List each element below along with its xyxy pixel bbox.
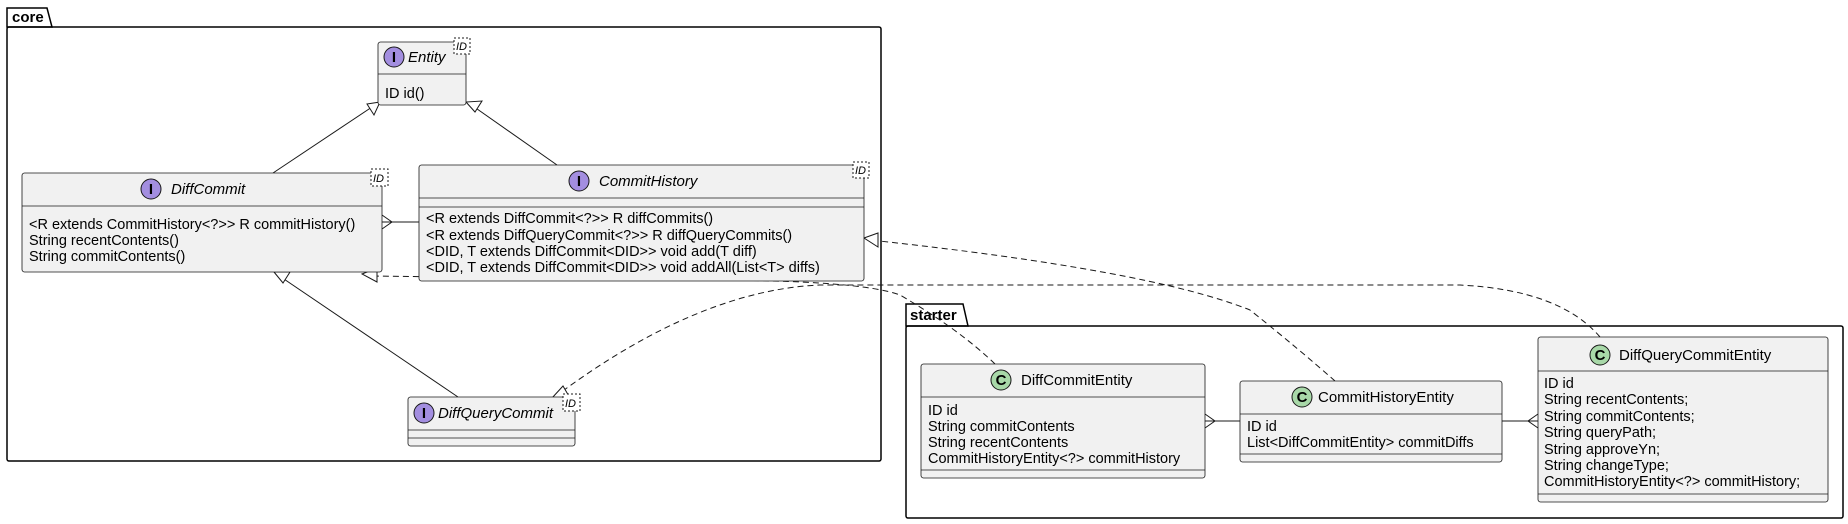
generic-param-box bbox=[852, 161, 870, 179]
class-name: CommitHistory bbox=[599, 173, 699, 190]
class-diffquerycommitentity[interactable]: C DiffQueryCommitEntity ID id String rec… bbox=[1537, 336, 1829, 503]
edge-diffcommitentity-implements-diffcommit bbox=[369, 275, 996, 365]
class-commithistory[interactable]: I CommitHistory ID <R extends DiffCommit… bbox=[418, 161, 870, 282]
member-0: <R extends DiffCommit<?>> R diffCommits(… bbox=[426, 211, 713, 227]
member-6: CommitHistoryEntity<?> commitHistory; bbox=[1544, 474, 1800, 490]
package-starter: starter bbox=[905, 303, 1844, 519]
member-1: <R extends DiffQueryCommit<?>> R diffQue… bbox=[426, 228, 792, 244]
edge-commithistory-extends-entity bbox=[469, 103, 558, 166]
member-3: <DID, T extends DiffCommit<DID>> void ad… bbox=[426, 260, 820, 276]
edge-commithistoryentity-implements-commithistory bbox=[869, 239, 1336, 382]
crowfoot-diffcommitentity bbox=[1204, 413, 1216, 429]
generic-param: ID bbox=[373, 173, 384, 185]
class-name: DiffCommit bbox=[171, 181, 246, 198]
member-0: ID id() bbox=[385, 86, 424, 102]
crowfoot-diffcommit bbox=[381, 214, 393, 230]
badge-letter: C bbox=[1595, 347, 1606, 364]
class-name: Entity bbox=[408, 49, 447, 66]
edge-diffquerycommit-extends-diffcommit bbox=[277, 274, 459, 398]
crowfoot-diffquerycommitentity bbox=[1527, 413, 1539, 429]
package-core-frame bbox=[6, 26, 882, 462]
member-0: ID id bbox=[928, 403, 958, 419]
badge-letter: C bbox=[996, 372, 1007, 389]
badge-letter: I bbox=[422, 405, 426, 422]
class-entity[interactable]: I Entity ID ID id() bbox=[377, 37, 471, 106]
member-0: <R extends CommitHistory<?>> R commitHis… bbox=[29, 217, 355, 233]
package-core: core bbox=[6, 7, 882, 462]
edge-diffcommit-extends-entity bbox=[272, 102, 379, 174]
interface-badge-icon bbox=[383, 46, 405, 68]
generic-param: ID bbox=[565, 398, 576, 410]
arrowhead-commithistoryentity-commithistory bbox=[862, 232, 879, 248]
class-commithistoryentity[interactable]: C CommitHistoryEntity ID id List<DiffCom… bbox=[1239, 380, 1503, 463]
member-3: String queryPath; bbox=[1544, 425, 1656, 441]
badge-letter: I bbox=[149, 181, 153, 198]
badge-letter: I bbox=[392, 49, 396, 66]
class-name: DiffCommitEntity bbox=[1021, 372, 1133, 389]
class-diffquerycommit[interactable]: I DiffQueryCommit ID bbox=[407, 393, 581, 447]
class-name: DiffQueryCommitEntity bbox=[1619, 347, 1772, 364]
member-5: String changeType; bbox=[1544, 458, 1669, 474]
generic-param-box bbox=[370, 168, 389, 187]
generic-param: ID bbox=[456, 41, 467, 53]
generic-param-box bbox=[453, 37, 471, 55]
member-3: CommitHistoryEntity<?> commitHistory bbox=[928, 451, 1181, 467]
member-2: String commitContents; bbox=[1544, 409, 1695, 425]
badge-letter: I bbox=[577, 173, 581, 190]
class-name: CommitHistoryEntity bbox=[1318, 389, 1454, 406]
interface-badge-icon bbox=[413, 402, 435, 424]
arrowhead-commithistory-entity bbox=[464, 100, 483, 113]
generic-param: ID bbox=[855, 165, 866, 177]
package-starter-label: starter bbox=[910, 307, 957, 324]
package-core-label: core bbox=[12, 9, 44, 26]
class-diffcommitentity[interactable]: C DiffCommitEntity ID id String commitCo… bbox=[920, 363, 1206, 479]
member-1: List<DiffCommitEntity> commitDiffs bbox=[1247, 435, 1474, 451]
class-name: DiffQueryCommit bbox=[438, 405, 554, 422]
member-1: String recentContents; bbox=[1544, 392, 1688, 408]
package-starter-frame bbox=[905, 325, 1844, 519]
interface-badge-icon bbox=[140, 178, 162, 200]
arrowhead-diffcommit-entity bbox=[366, 101, 381, 117]
member-1: String recentContents() bbox=[29, 233, 179, 249]
badge-letter: C bbox=[1297, 389, 1308, 406]
member-2: String recentContents bbox=[928, 435, 1068, 451]
class-badge-icon bbox=[1291, 386, 1313, 408]
interface-badge-icon bbox=[568, 170, 590, 192]
member-0: ID id bbox=[1247, 419, 1277, 435]
class-badge-icon bbox=[1589, 344, 1611, 366]
member-4: String approveYn; bbox=[1544, 442, 1660, 458]
member-2: <DID, T extends DiffCommit<DID>> void ad… bbox=[426, 244, 757, 260]
member-0: ID id bbox=[1544, 376, 1574, 392]
member-1: String commitContents bbox=[928, 419, 1075, 435]
class-badge-icon bbox=[990, 369, 1012, 391]
class-diffcommit[interactable]: I DiffCommit ID <R extends CommitHistory… bbox=[21, 168, 389, 273]
edge-diffquerycommitentity-implements-diffquerycommit bbox=[559, 284, 1601, 394]
generic-param-box bbox=[562, 393, 581, 412]
member-2: String commitContents() bbox=[29, 249, 185, 265]
